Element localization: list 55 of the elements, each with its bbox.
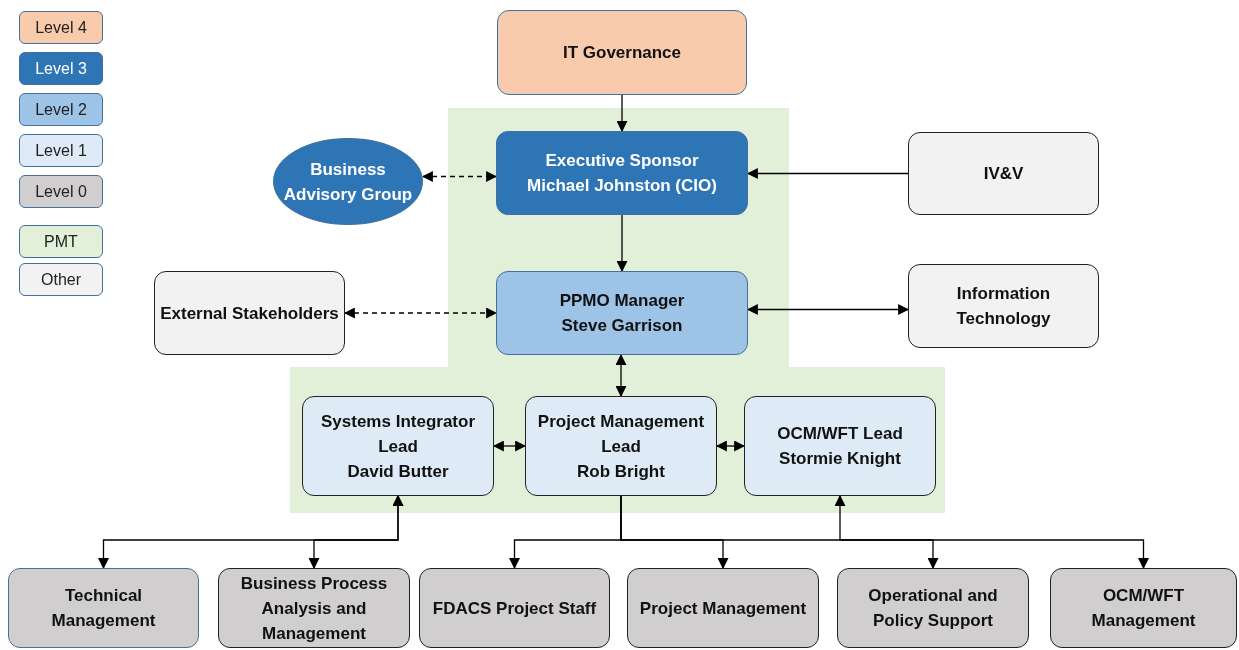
- legend-swatch: PMT: [19, 225, 103, 258]
- legend-swatch: Level 2: [19, 93, 103, 126]
- role-box: [837, 568, 1029, 648]
- legend-swatch: Level 4: [19, 11, 103, 44]
- role-box: [1050, 568, 1237, 648]
- node-label: OCM/WFT Lead: [777, 423, 903, 445]
- node-label: Business Advisory Group: [282, 158, 414, 206]
- node-label: Stormie Knight: [779, 448, 901, 470]
- connector-arrow: [715, 440, 746, 452]
- connector-arrow: [746, 168, 909, 179]
- node-label: Executive Sponsor: [545, 150, 699, 172]
- node-label: IV&V: [983, 163, 1024, 185]
- node-label: Michael Johnston (CIO): [527, 175, 717, 197]
- role-box: [302, 396, 494, 496]
- connector-arrow: [308, 494, 404, 570]
- connector-arrow: [620, 495, 939, 570]
- node-label: Technical Management: [50, 585, 157, 632]
- role-box: [525, 396, 717, 496]
- role-box: [419, 568, 610, 648]
- node-label: Systems Integrator Lead: [320, 410, 476, 458]
- role-box: [154, 271, 345, 355]
- node-label: Business Process Analysis and Management: [239, 572, 389, 645]
- node-label: David Butter: [347, 460, 449, 483]
- node-label: Operational and Policy Support: [867, 585, 999, 632]
- role-box: [497, 10, 747, 95]
- role-box: [744, 396, 936, 496]
- node-label: OCM/WFT Management: [1090, 585, 1197, 632]
- connector-arrow: [834, 494, 1149, 570]
- role-box: [908, 132, 1099, 215]
- connector-arrow: [746, 304, 910, 315]
- node-label: Rob Bright: [577, 460, 665, 483]
- role-box: [218, 568, 410, 648]
- node-label: Project Management Lead: [536, 410, 706, 458]
- node-label: External Stakeholders: [160, 302, 339, 325]
- connector-arrow: [421, 171, 498, 182]
- role-box: [8, 568, 199, 648]
- connector-arrow: [616, 214, 628, 273]
- legend-swatch: Other: [19, 263, 103, 296]
- connector-arrow: [492, 440, 527, 452]
- role-box: [908, 264, 1099, 348]
- node-label: IT Governance: [562, 42, 682, 64]
- node-label: Steve Garrison: [561, 315, 683, 337]
- role-box: [627, 568, 819, 648]
- node-label: Project Management: [639, 597, 807, 620]
- legend-swatch: Level 3: [19, 52, 103, 85]
- legend-swatch: Level 1: [19, 134, 103, 167]
- legend-swatch: Level 0: [19, 175, 103, 208]
- role-box: [496, 271, 748, 355]
- connector-arrow: [616, 94, 628, 133]
- node-label: Information Technology: [955, 283, 1052, 330]
- node-label: PPMO Manager: [559, 290, 685, 312]
- connector-arrow: [615, 353, 627, 398]
- role-box: [496, 131, 748, 215]
- connector-arrow: [343, 307, 498, 319]
- node-label: FDACS Project Staff: [432, 597, 597, 620]
